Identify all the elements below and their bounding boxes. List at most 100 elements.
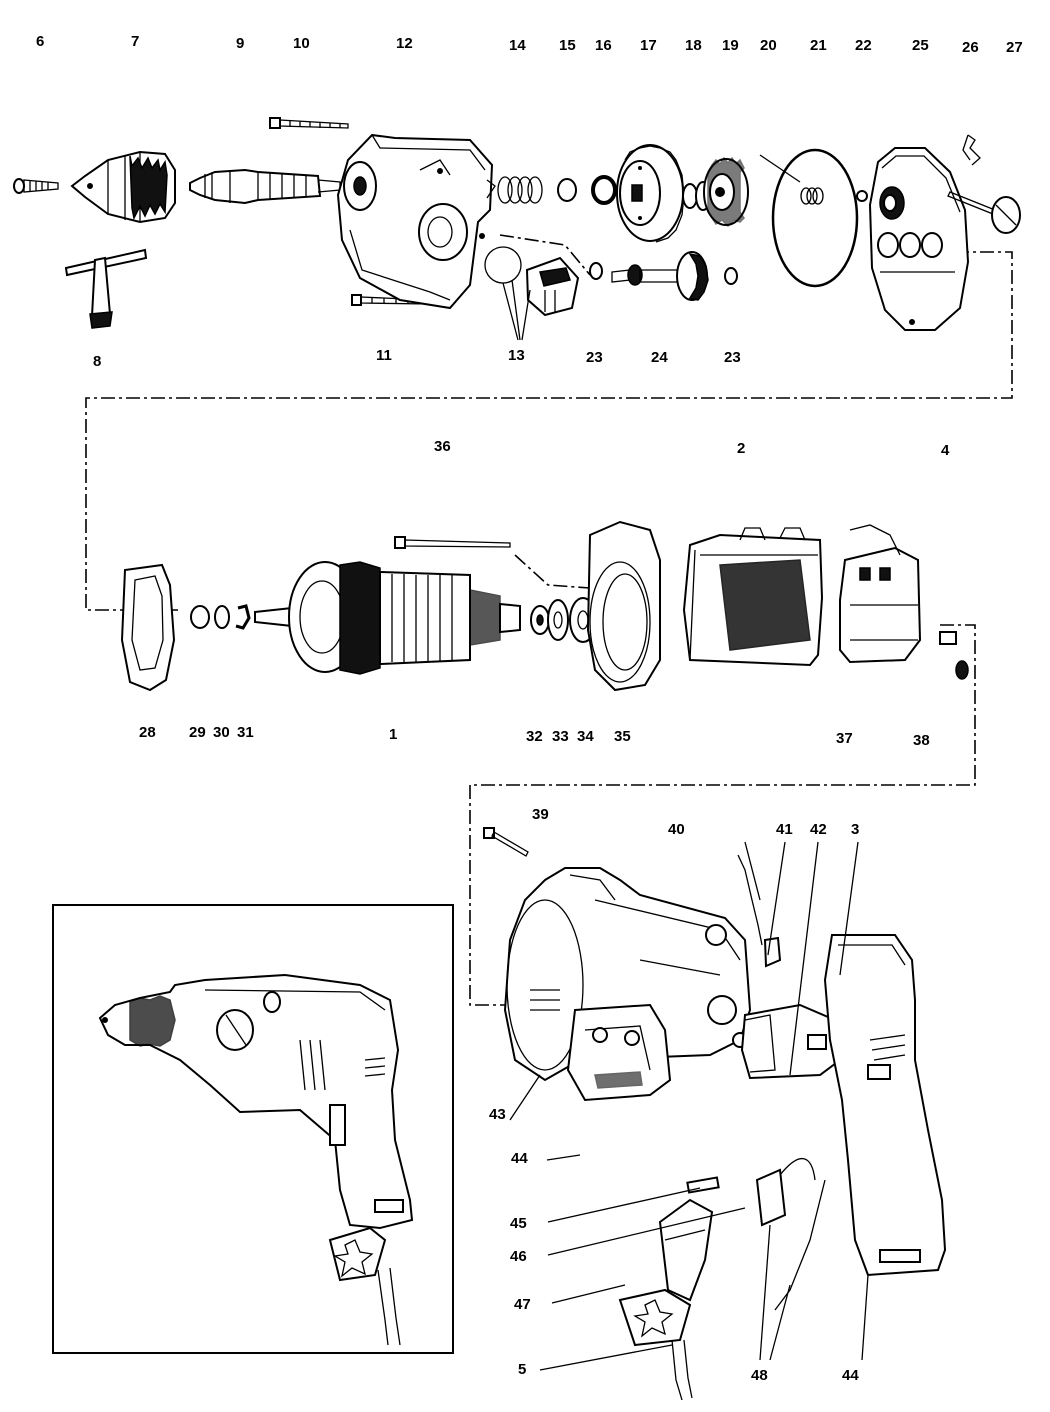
- label-14: 14: [509, 37, 526, 54]
- label-3: 3: [851, 821, 859, 838]
- label-42: 42: [810, 821, 827, 838]
- label-25: 25: [912, 37, 929, 54]
- label-21: 21: [810, 37, 827, 54]
- assembly-flow-lines: [85, 234, 1013, 1006]
- label-22: 22: [855, 37, 872, 54]
- gear-housing-12: [336, 133, 494, 310]
- label-18: 18: [685, 37, 702, 54]
- cord-guard-46: [658, 1198, 714, 1302]
- housing-handle-assembly: [483, 827, 947, 1401]
- label-24: 24: [651, 349, 668, 366]
- circlip-16: [591, 175, 617, 205]
- washer-29: [190, 605, 210, 629]
- cord-label-47: [618, 1288, 692, 1347]
- label-27: 27: [1006, 39, 1023, 56]
- screw-39: [483, 827, 529, 857]
- motor-assembly: [120, 520, 969, 692]
- clamp-41: [763, 936, 782, 968]
- bearing-holder-28: [120, 563, 176, 692]
- label-29: 29: [189, 724, 206, 741]
- label-23: 23: [586, 349, 603, 366]
- trigger-switch: [740, 1003, 842, 1080]
- brush-cap-38: [955, 660, 969, 680]
- bearing-33: [547, 599, 569, 641]
- label-9: 9: [236, 35, 244, 52]
- label-7: 7: [131, 33, 139, 50]
- label-35: 35: [614, 728, 631, 745]
- brush-holder-37: [839, 524, 922, 664]
- clip-26: [962, 134, 981, 166]
- label-5: 5: [518, 1361, 526, 1378]
- label-11: 11: [376, 347, 392, 364]
- spring-14: [486, 176, 543, 204]
- gear-case-cover-25: [868, 147, 970, 331]
- label-46: 46: [510, 1248, 527, 1265]
- label-23b: 23: [724, 349, 741, 366]
- label-17: 17: [640, 37, 657, 54]
- baffle-35: [586, 520, 661, 692]
- gear-head-assembly: [13, 117, 1021, 341]
- speed-selector-13: [484, 246, 580, 341]
- gear-19: [703, 156, 749, 228]
- label-37: 37: [836, 730, 853, 747]
- washer-23: [589, 262, 603, 280]
- label-45: 45: [510, 1215, 527, 1232]
- chuck-7: [70, 150, 176, 224]
- label-40: 40: [668, 821, 685, 838]
- washer-23b: [724, 267, 738, 285]
- chuck-screw-6: [13, 178, 59, 194]
- label-19: 19: [722, 37, 739, 54]
- motor-housing-43: [503, 867, 752, 1082]
- label-13: 13: [508, 347, 525, 364]
- wire-48: [755, 1157, 826, 1311]
- label-16: 16: [595, 37, 612, 54]
- label-20: 20: [760, 37, 777, 54]
- label-12: 12: [396, 35, 413, 52]
- armature-1: [254, 561, 521, 675]
- label-39: 39: [532, 806, 549, 823]
- label-36: 36: [434, 438, 451, 455]
- field-stator-2: [682, 527, 824, 667]
- label-31: 31: [237, 724, 254, 741]
- label-4: 4: [941, 442, 950, 459]
- screw-10: [269, 117, 349, 129]
- label-6: 6: [36, 33, 44, 50]
- label-10: 10: [293, 35, 310, 52]
- clip-31: [235, 604, 251, 630]
- washer-30: [214, 605, 230, 629]
- spring-20: [759, 154, 824, 205]
- label-41: 41: [776, 821, 793, 838]
- shaft-24: [611, 251, 709, 301]
- label-15: 15: [559, 37, 576, 54]
- label-48: 48: [751, 1367, 768, 1384]
- part-labels: 6 7 9 10 12 14 15 16 17 18 19 20 21 22 2…: [36, 33, 1023, 1384]
- label-26: 26: [962, 39, 979, 56]
- label-33: 33: [552, 728, 569, 745]
- label-44: 44: [511, 1150, 528, 1167]
- label-47: 47: [514, 1296, 531, 1313]
- screw-27: [947, 191, 1021, 234]
- wire-40: [737, 854, 763, 946]
- bearing-32: [530, 605, 550, 635]
- handle-half-44: [566, 1003, 672, 1102]
- leader-lines: [509, 841, 869, 1371]
- label-44b: 44: [842, 1367, 859, 1384]
- screw-36: [394, 536, 511, 549]
- ball-22: [856, 190, 868, 202]
- o-ring-21: [771, 148, 859, 288]
- label-28: 28: [139, 724, 156, 741]
- label-32: 32: [526, 728, 543, 745]
- label-30: 30: [213, 724, 230, 741]
- label-38: 38: [913, 732, 930, 749]
- handle-half-44b: [823, 934, 947, 1277]
- spindle-9: [189, 168, 341, 205]
- label-2: 2: [737, 440, 745, 457]
- power-cord-5: [671, 1339, 693, 1401]
- carbon-brush-4: [939, 631, 957, 645]
- label-43: 43: [489, 1106, 506, 1123]
- assembled-drill-inset: [52, 904, 454, 1354]
- label-8: 8: [93, 353, 101, 370]
- gear-17: [616, 144, 685, 243]
- chuck-key-8: [64, 248, 148, 329]
